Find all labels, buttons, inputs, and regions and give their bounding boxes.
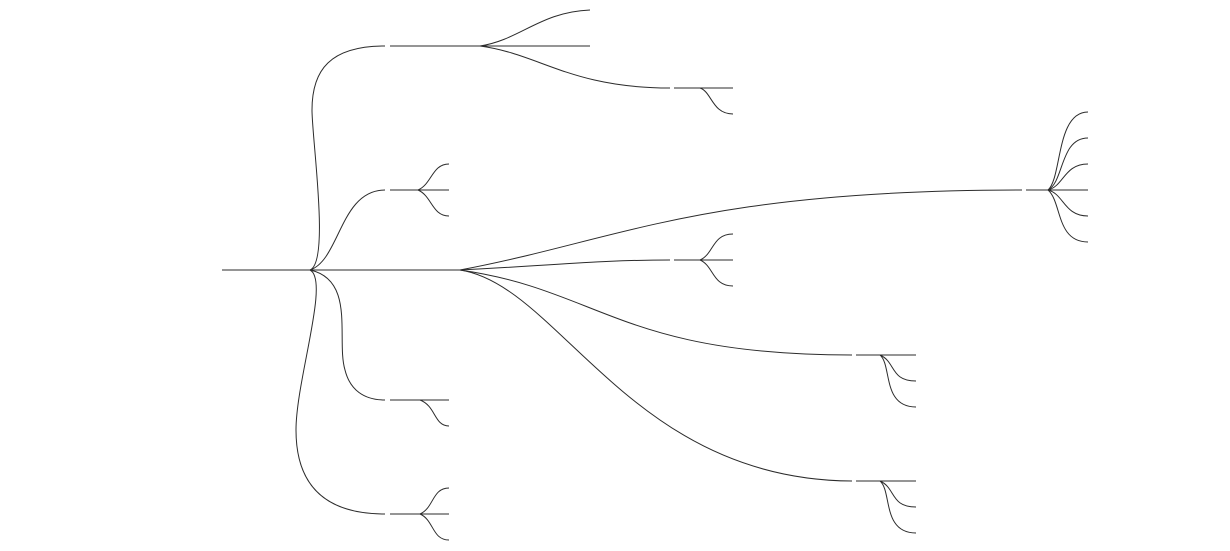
branch-g [309,269,450,427]
branch-d [459,233,734,287]
branch-a-sub-connector [479,45,671,89]
branch-b [309,163,450,271]
branch-e-leaf [879,354,917,382]
branch-g-leaf [419,399,450,427]
branch-c-leaf [1047,189,1089,217]
branch-h-leaf [419,513,450,541]
branch-h-leaf [419,487,450,515]
branch-b-leaf [417,189,450,217]
branch-h-connector [295,269,386,515]
branch-c-leaf [1047,163,1089,191]
branch-e-connector [459,269,853,356]
branch-a-connector [309,45,386,271]
branch-c-leaf [1047,111,1089,191]
branch-d-leaf [699,259,734,287]
branch-g-connector [309,269,386,401]
branch-c-leaf [1047,137,1089,191]
branch-d-connector [459,259,671,271]
branch-a-leaf [479,9,591,47]
branch-e-leaf [879,354,917,408]
branch-h [295,269,450,541]
branch-b-connector [309,189,386,271]
branch-f-leaf [879,480,917,508]
branch-c-leaf [1047,189,1089,243]
branch-b-leaf [417,163,450,191]
branch-a [309,9,734,271]
branch-d-leaf [699,233,734,261]
branch-c [459,111,1089,271]
branch-c-connector [459,189,1023,271]
branch-a1-leaf [699,87,734,115]
branch-f [459,269,917,534]
branch-e [459,269,917,408]
branch-f-leaf [879,480,917,534]
branch-a1 [674,87,734,115]
branch-f-connector [459,269,853,482]
